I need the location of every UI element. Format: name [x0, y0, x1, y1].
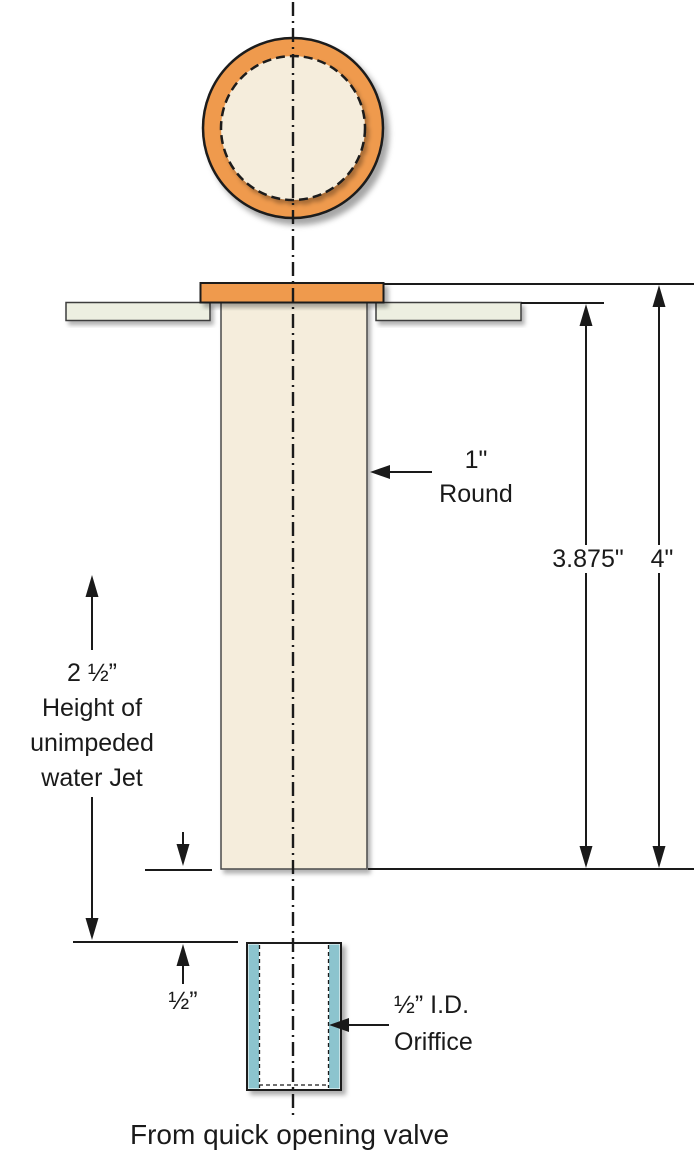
dim-4in-arrow-down — [652, 846, 666, 868]
leader-orifice-arrow-left — [329, 1018, 349, 1032]
dimension-linework — [73, 283, 694, 1032]
orifice-wall-right — [329, 944, 340, 1089]
dim-jet-arrow-down — [85, 918, 99, 940]
jet-height-label: 2 ½” Height of unimpeded water Jet — [12, 656, 172, 796]
dim-half-arrow-down — [176, 844, 190, 866]
leader-round — [370, 465, 432, 479]
round-label: 1" Round — [420, 443, 532, 511]
orifice-label-line1: ½” I.D. — [394, 991, 470, 1019]
leader-round-arrow-left — [370, 465, 390, 479]
round-label-size: 1" — [464, 446, 488, 474]
dim-jet-arrow-up — [85, 575, 99, 597]
leader-orifice — [329, 1018, 389, 1032]
dim-half-inch — [176, 832, 190, 984]
dim-4-label: 4" — [637, 545, 687, 573]
round-label-word: Round — [439, 480, 513, 508]
dim-3875-label: 3.875" — [547, 545, 629, 573]
dim-3875in-arrow-up — [579, 304, 593, 326]
jet-height-line2: Height of — [41, 694, 143, 722]
dim-4in-arrow-up — [652, 285, 666, 307]
bottom-caption: From quick opening valve — [130, 1119, 450, 1150]
dim-half-arrow-up — [176, 944, 190, 966]
orifice-wall-left — [248, 944, 259, 1089]
dim-jet-height — [85, 575, 99, 940]
mounting-plate-right — [375, 301, 522, 322]
orifice-label: ½” I.D. Oriffice — [394, 987, 504, 1061]
jet-height-line3: unimpeded — [30, 729, 154, 757]
dim-3875in — [579, 304, 593, 868]
half-inch-label: ½” — [168, 987, 198, 1015]
dim-4in — [652, 285, 666, 868]
center-lines — [145, 2, 430, 1117]
mounting-plate-left — [65, 301, 211, 322]
side-view — [65, 282, 522, 870]
dim-3875in-arrow-down — [579, 846, 593, 868]
jet-height-line4: water Jet — [41, 764, 143, 792]
jet-height-size: 2 ½” — [66, 659, 118, 687]
orifice-label-line2: Oriffice — [394, 1028, 473, 1056]
